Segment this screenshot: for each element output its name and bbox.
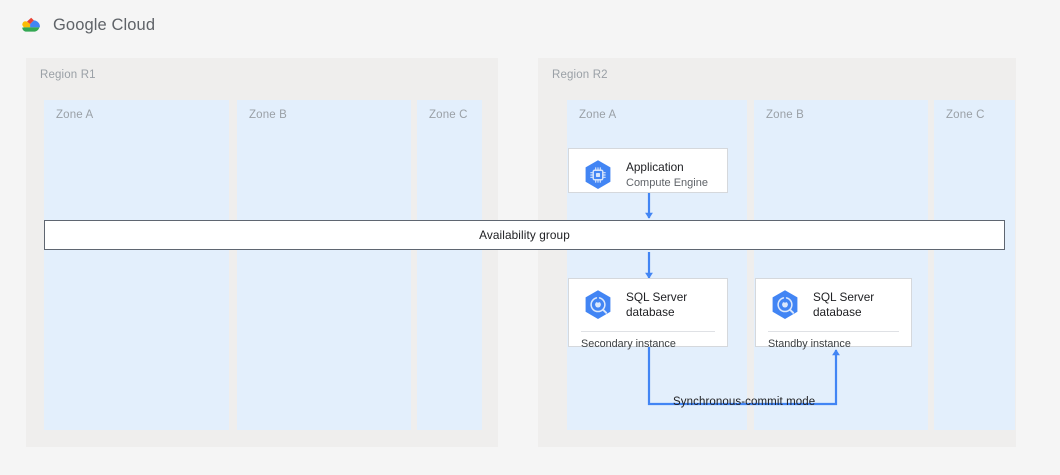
zone-r2-zone-c: Zone C: [934, 100, 1015, 430]
zone-r1-zone-c-label: Zone C: [429, 109, 468, 121]
zone-r2-zone-a-label: Zone A: [579, 109, 617, 121]
cloud-sql-icon: [585, 290, 611, 319]
node-standby-database-texts: SQL Server database: [813, 290, 874, 320]
node-secondary-database-footer: Secondary instance: [581, 331, 715, 350]
google-cloud-logo-icon: [22, 17, 40, 32]
connector-replication-label: Synchronous-commit mode: [673, 396, 816, 408]
region-r2: Region R2 Zone A Zone B Zone C: [538, 58, 1016, 447]
node-application-texts: Application Compute Engine: [626, 160, 708, 189]
zone-r2-zone-b: Zone B: [754, 100, 928, 430]
node-standby-database-title: SQL Server database: [813, 289, 875, 319]
node-standby-database[interactable]: SQL Server database Standby instance: [755, 278, 912, 350]
zone-r1-zone-b-label: Zone B: [249, 109, 287, 121]
compute-engine-icon: [585, 160, 611, 189]
availability-group-bar: Availability group: [44, 220, 1005, 250]
region-r1: Region R1 Zone A Zone B Zone C: [26, 58, 498, 447]
node-secondary-database[interactable]: SQL Server database Secondary instance: [568, 278, 728, 350]
node-application-body: Application Compute Engine: [569, 149, 727, 201]
zone-r1-zone-b: Zone B: [237, 100, 411, 430]
node-application-subtitle: Compute Engine: [626, 176, 708, 189]
cloud-sql-icon: [772, 290, 798, 319]
node-secondary-database-title: SQL Server database: [626, 289, 688, 319]
zone-r2-zone-b-label: Zone B: [766, 109, 804, 121]
region-r1-label: Region R1: [40, 69, 96, 81]
brand-label: Google Cloud: [53, 15, 156, 34]
brand-header: Google Cloud: [18, 12, 155, 38]
node-standby-database-footer: Standby instance: [768, 331, 899, 350]
zone-r1-zone-a: Zone A: [44, 100, 229, 430]
node-application[interactable]: Application Compute Engine: [568, 148, 728, 193]
node-secondary-database-texts: SQL Server database: [626, 290, 687, 320]
node-application-title: Application: [626, 160, 684, 175]
region-r2-label: Region R2: [552, 69, 608, 81]
availability-group-label: Availability group: [479, 228, 570, 242]
zone-r1-zone-c: Zone C: [417, 100, 482, 430]
zone-r2-zone-c-label: Zone C: [946, 109, 985, 121]
zone-r1-zone-a-label: Zone A: [56, 109, 94, 121]
node-secondary-database-body: SQL Server database: [569, 279, 727, 331]
node-standby-database-body: SQL Server database: [756, 279, 911, 331]
